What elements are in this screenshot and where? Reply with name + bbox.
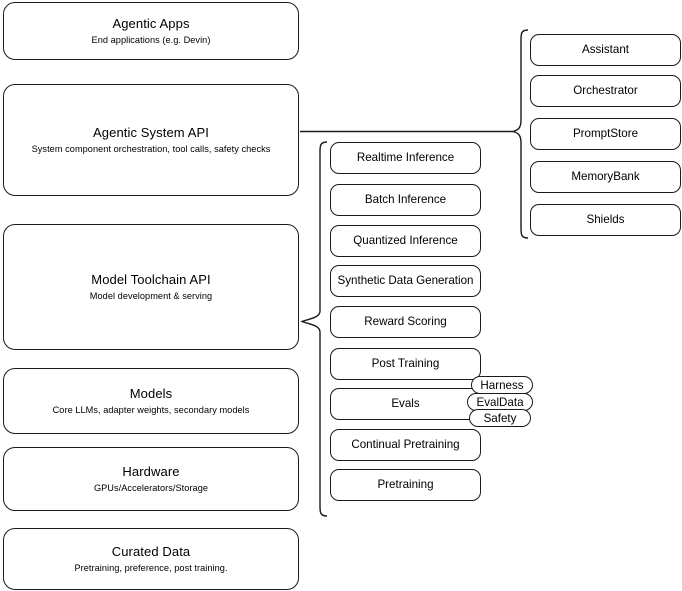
layer-subtitle: End applications (e.g. Devin)	[91, 34, 211, 45]
capability-reward-scoring[interactable]: Reward Scoring	[330, 306, 481, 338]
layer-subtitle: Pretraining, preference, post training.	[74, 562, 228, 573]
layer-title: Curated Data	[111, 543, 191, 559]
system-component-orchestrator[interactable]: Orchestrator	[530, 75, 681, 107]
layer-title: Agentic System API	[93, 124, 209, 140]
capability-quantized-inference[interactable]: Quantized Inference	[330, 225, 481, 257]
system-component-promptstore[interactable]: PromptStore	[530, 118, 681, 150]
system-component-shields[interactable]: Shields	[530, 204, 681, 236]
layer-title: Model Toolchain API	[91, 271, 211, 287]
stack-layer-curated-data[interactable]: Curated Data Pretraining, preference, po…	[3, 528, 299, 590]
stack-layer-models[interactable]: Models Core LLMs, adapter weights, secon…	[3, 368, 299, 434]
capability-synthetic-data-generation[interactable]: Synthetic Data Generation	[330, 265, 481, 297]
stack-layer-agentic-apps[interactable]: Agentic Apps End applications (e.g. Devi…	[3, 2, 299, 60]
layer-title: Hardware	[122, 463, 180, 479]
capability-evals[interactable]: Evals	[330, 388, 481, 420]
layer-subtitle: Core LLMs, adapter weights, secondary mo…	[52, 404, 250, 415]
layer-title: Models	[129, 385, 173, 401]
layer-subtitle: System component orchestration, tool cal…	[31, 143, 271, 154]
stack-layer-hardware[interactable]: Hardware GPUs/Accelerators/Storage	[3, 447, 299, 511]
stack-layer-model-toolchain-api[interactable]: Model Toolchain API Model development & …	[3, 224, 299, 350]
capability-batch-inference[interactable]: Batch Inference	[330, 184, 481, 216]
layer-subtitle: Model development & serving	[89, 290, 213, 301]
capability-continual-pretraining[interactable]: Continual Pretraining	[330, 429, 481, 461]
capability-post-training[interactable]: Post Training	[330, 348, 481, 380]
layer-title: Agentic Apps	[112, 15, 190, 31]
system-components-bracket	[512, 29, 529, 239]
evals-tag-safety[interactable]: Safety	[469, 409, 531, 427]
toolchain-bracket	[300, 141, 328, 517]
layer-subtitle: GPUs/Accelerators/Storage	[93, 482, 209, 493]
system-component-memorybank[interactable]: MemoryBank	[530, 161, 681, 193]
capability-realtime-inference[interactable]: Realtime Inference	[330, 142, 481, 174]
capability-pretraining[interactable]: Pretraining	[330, 469, 481, 501]
system-component-assistant[interactable]: Assistant	[530, 34, 681, 66]
stack-layer-agentic-system-api[interactable]: Agentic System API System component orch…	[3, 84, 299, 196]
evals-tag-harness[interactable]: Harness	[471, 376, 533, 394]
